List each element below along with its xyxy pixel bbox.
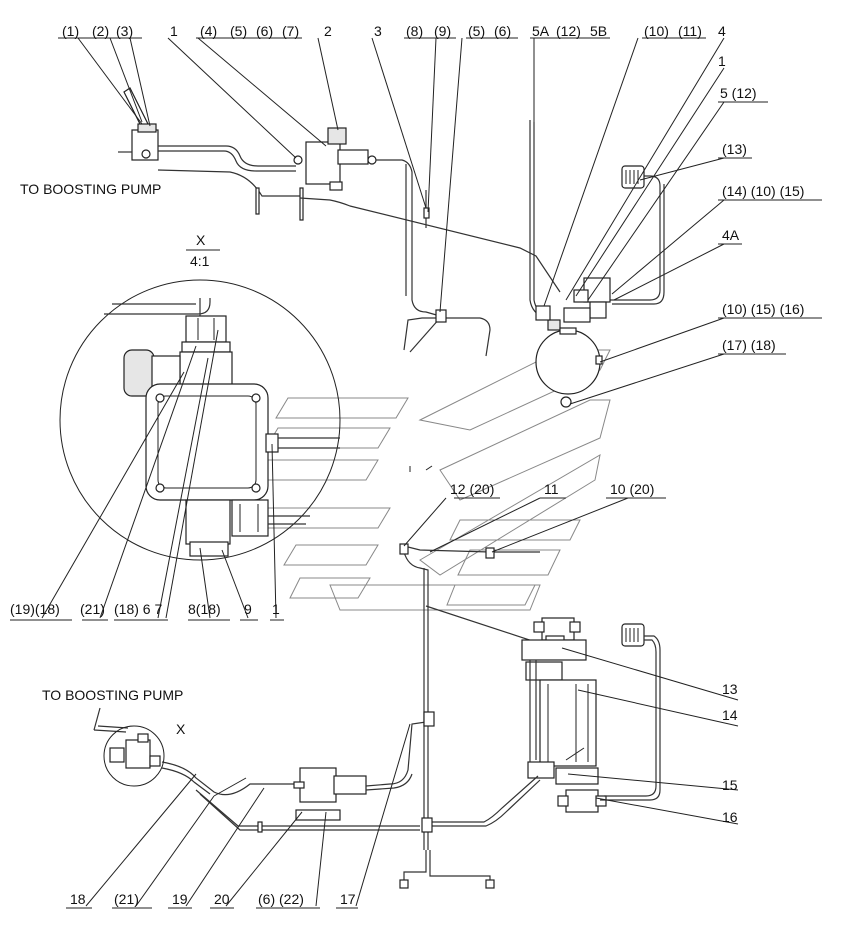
label-9-detail: 9	[244, 601, 252, 617]
label-13-lower: 13	[722, 681, 738, 697]
label-20-bottom: 20	[214, 891, 230, 907]
label-3-top: 3	[374, 23, 382, 39]
label-2-top: 2	[324, 23, 332, 39]
label-7-paren: (7)	[282, 23, 299, 39]
label-1-right: 1	[718, 53, 726, 69]
label-16-lower: 16	[722, 809, 738, 825]
label-17-bottom: 17	[340, 891, 356, 907]
label-13-paren: (13)	[722, 141, 747, 157]
master-cylinder-block	[305, 141, 341, 185]
label-5-paren-b: (5)	[468, 23, 485, 39]
label-4-top: 4	[718, 23, 726, 39]
note-to-boosting-pump-bottom: TO BOOSTING PUMP	[42, 687, 183, 703]
label-11-paren: (11)	[678, 23, 702, 39]
fluid-reservoir-bottom	[621, 623, 645, 647]
label-1-top: 1	[170, 23, 178, 39]
pedal-valve-cap	[137, 123, 157, 133]
label-21-bottom: (21)	[114, 891, 139, 907]
note-to-boosting-pump-top: TO BOOSTING PUMP	[20, 181, 161, 197]
label-21-detail: (21)	[80, 601, 105, 617]
label-4a: 4A	[722, 227, 740, 243]
label-5a: 5A	[532, 23, 550, 39]
bottom-left-assembly: X	[66, 707, 495, 909]
label-8-paren: (8)	[406, 23, 423, 39]
label-10-20: 10 (20)	[610, 481, 654, 497]
label-6-22: (6) (22)	[258, 891, 304, 907]
label-19-bottom: 19	[172, 891, 188, 907]
label-10-paren: (10)	[644, 23, 669, 39]
detail-circle	[59, 279, 341, 561]
label-3-paren: (3)	[116, 23, 133, 39]
detail-mounting-flange	[145, 383, 269, 501]
label-17-18: (17) (18)	[722, 337, 776, 353]
label-15-lower: 15	[722, 777, 738, 793]
detail-x-mark-label: X	[176, 721, 186, 737]
label-18-bottom: 18	[70, 891, 86, 907]
detail-bottom-nut	[189, 541, 229, 557]
middle-assembly	[399, 465, 666, 850]
label-5b: 5B	[590, 23, 607, 39]
label-6-paren: (6)	[256, 23, 273, 39]
label-5-paren: (5)	[230, 23, 247, 39]
lower-right-assembly	[432, 617, 739, 827]
label-1-paren: (1)	[62, 23, 79, 39]
label-14-10-15: (14) (10) (15)	[722, 183, 804, 199]
label-18-6-7: (18) 6 7	[114, 601, 162, 617]
detail-x-label: X	[196, 232, 206, 248]
label-5-12: 5 (12)	[720, 85, 757, 101]
label-8-18: 8(18)	[188, 601, 221, 617]
master-cylinder-cap	[327, 127, 347, 145]
detail-scale-label: 4:1	[190, 253, 210, 269]
label-14-lower: 14	[722, 707, 738, 723]
label-11-middle: 11	[544, 481, 559, 497]
label-2-paren: (2)	[92, 23, 109, 39]
booster-cylinder-body	[539, 679, 597, 767]
label-19-18: (19)(18)	[10, 601, 60, 617]
label-4-paren: (4)	[200, 23, 217, 39]
detail-top-nut	[185, 315, 227, 343]
label-6-paren-b: (6)	[494, 23, 511, 39]
top-assembly	[58, 37, 822, 408]
master-cylinder-bottom	[299, 767, 337, 803]
label-9-paren: (9)	[434, 23, 451, 39]
accumulator-sphere	[535, 329, 601, 395]
label-12-paren: (12)	[556, 23, 581, 39]
label-12-20: 12 (20)	[450, 481, 494, 497]
detail-x-mark-circle	[103, 725, 165, 787]
detail-x-view	[10, 279, 341, 621]
label-10-15-16: (10) (15) (16)	[722, 301, 804, 317]
label-1-detail: 1	[272, 601, 280, 617]
booster-valve-bottom-right	[565, 789, 599, 813]
